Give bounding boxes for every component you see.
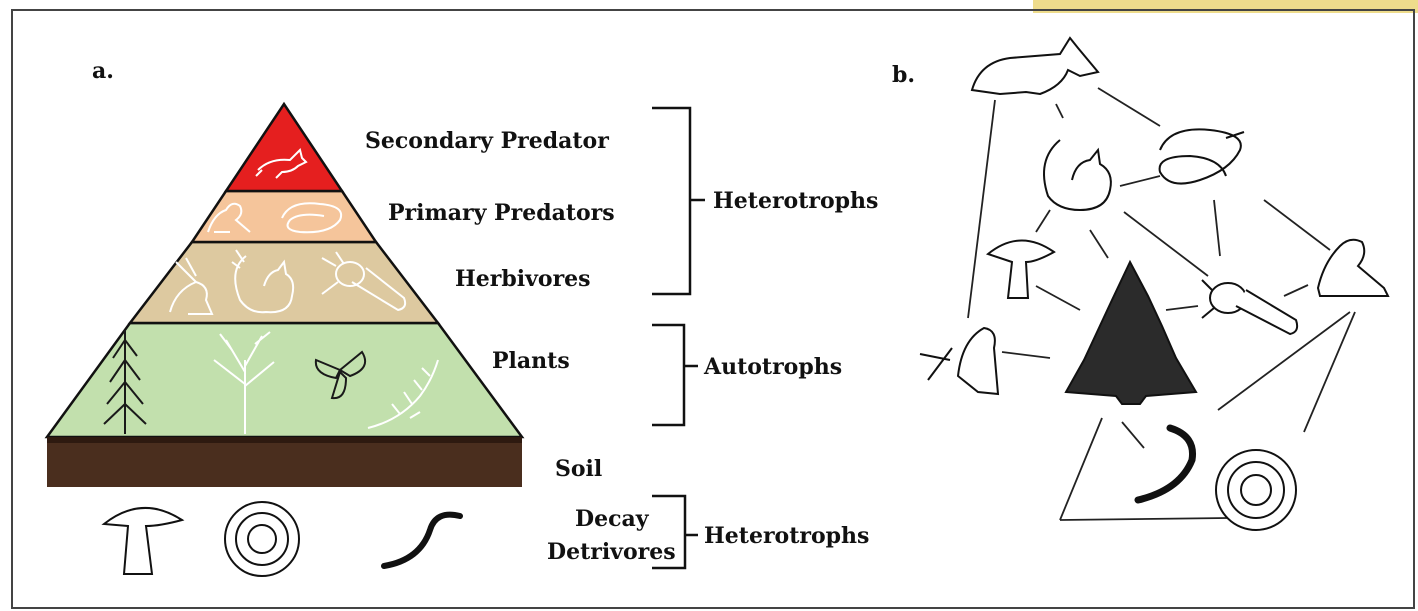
millipede-icon (225, 502, 299, 576)
soil-layer (47, 437, 522, 487)
web-pine-tree-icon (1066, 262, 1196, 404)
worm-icon (384, 515, 460, 566)
soil-texture (47, 437, 522, 443)
web-fox-icon (972, 38, 1098, 94)
web-worm-icon (1138, 428, 1193, 500)
label-plants: Plants (492, 350, 570, 372)
level-plants (47, 323, 522, 437)
mushroom-icon (104, 508, 182, 574)
web-bird-icon (920, 328, 998, 394)
level-secondary-predator (226, 104, 342, 191)
label-detrivores: Detrivores (547, 541, 676, 563)
bracket-autotrophs (652, 325, 698, 425)
level-primary-predators (192, 191, 376, 242)
web-squirrel-icon (1044, 140, 1111, 210)
label-secondary-predator: Secondary Predator (365, 130, 609, 152)
corner-accent (1033, 0, 1418, 13)
label-herbivores: Herbivores (455, 268, 591, 290)
label-soil: Soil (555, 458, 602, 480)
food-web-links (968, 88, 1355, 520)
bracket-heterotrophs-upper (652, 108, 705, 294)
web-beetle-icon (1202, 280, 1297, 334)
web-millipede-icon (1216, 450, 1296, 530)
panel-b-label: b. (892, 64, 915, 86)
level-herbivores (130, 242, 438, 323)
trophic-pyramid (47, 104, 522, 487)
web-snake-icon (1160, 129, 1244, 183)
label-autotrophs: Autotrophs (704, 356, 842, 378)
label-decay: Decay (575, 508, 649, 530)
label-heterotrophs-upper: Heterotrophs (713, 190, 878, 212)
web-mushroom-icon (988, 240, 1054, 298)
panel-a-label: a. (92, 60, 114, 82)
label-heterotrophs-lower: Heterotrophs (704, 525, 869, 547)
label-primary-predators: Primary Predators (388, 202, 615, 224)
